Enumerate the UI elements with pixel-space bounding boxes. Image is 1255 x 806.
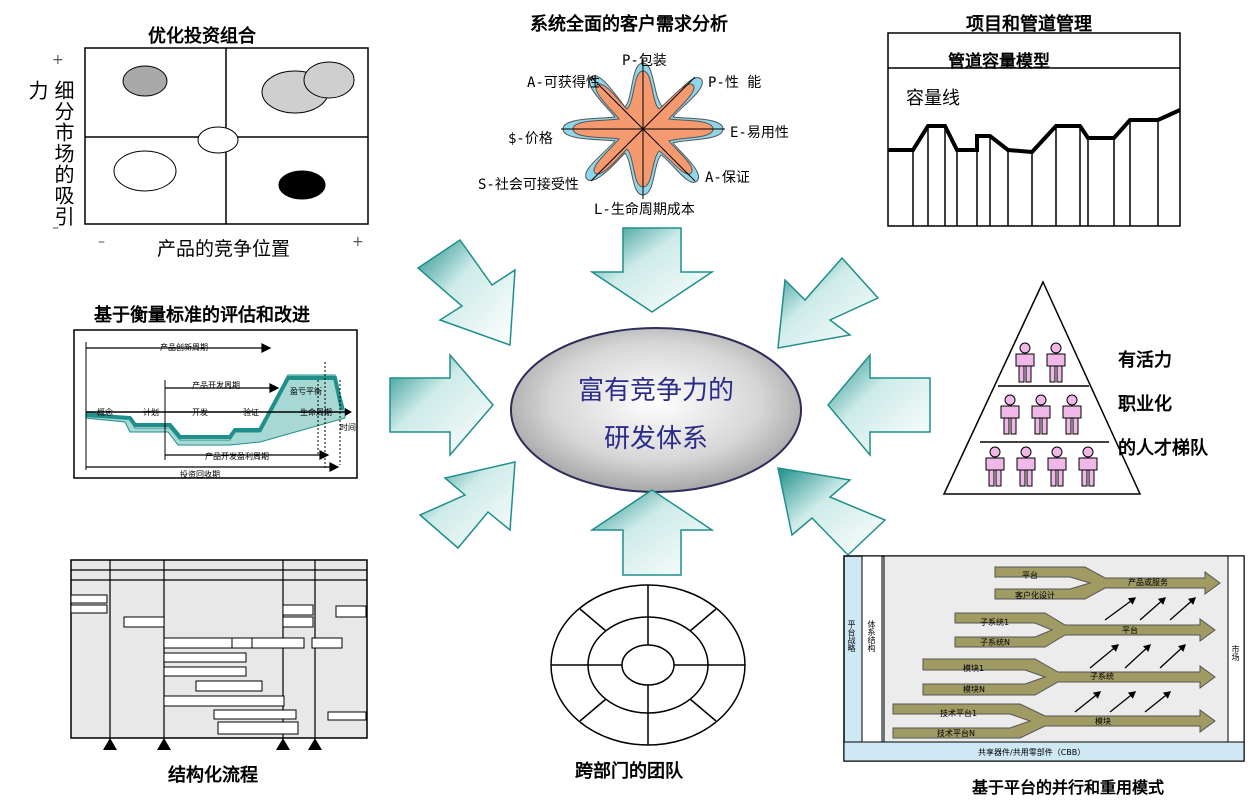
connector-arrowhead	[1162, 691, 1172, 699]
talent-line-2: 职业化	[1118, 394, 1172, 415]
metrics-chart	[73, 329, 358, 479]
platform-market-text: 市场	[1231, 645, 1240, 661]
pipeline-capacity-label: 容量线	[906, 88, 960, 109]
platform-label-module: 模块	[1095, 717, 1111, 726]
metrics-phase-plan: 计划	[143, 408, 159, 417]
metrics-profit-cycle: 产品开发盈利周期	[205, 452, 269, 461]
platform-title: 基于平台的并行和重用模式	[972, 778, 1165, 797]
needs-label-packaging: P-包装	[622, 53, 667, 69]
needs-label-availability: A-可获得性	[527, 75, 600, 91]
connector-arrow	[1104, 597, 1136, 621]
metrics-phase-verify: 验证	[243, 408, 259, 417]
portfolio-xlabel: 产品的竞争位置	[157, 238, 291, 260]
metrics-phase-lifecycle: 生命周期	[300, 408, 332, 417]
platform-label-architecture: 体系结构	[866, 620, 880, 652]
platform-diagram	[843, 555, 1245, 762]
process-chart	[70, 559, 368, 750]
platform-label-techN: 技术平台N	[937, 729, 975, 738]
process-title: 结构化流程	[168, 765, 258, 786]
portfolio-plus-y: +	[52, 52, 64, 68]
person-icon	[1047, 446, 1067, 487]
team-wheel	[550, 584, 746, 746]
talent-pyramid	[942, 280, 1142, 495]
arrow-top-left	[416, 238, 516, 347]
metrics-phase-concept: 概念	[97, 408, 113, 417]
connector-arrowhead	[1187, 597, 1197, 605]
portfolio-ylabel-text: 细分市场的吸引力	[25, 80, 75, 227]
needs-label-social: S-社会可接受性	[478, 177, 579, 193]
person-icon	[985, 446, 1005, 487]
arrow-bottom-right	[777, 467, 887, 557]
pipeline-chart	[887, 32, 1181, 227]
portfolio-minus-x: –	[98, 234, 105, 250]
arrow-right	[827, 352, 931, 458]
platform-label-module1: 模块1	[963, 664, 985, 673]
connector-arrowhead	[1127, 691, 1137, 699]
platform-label-subsystemN: 子系统N	[980, 638, 1010, 647]
arrow-top-right	[777, 256, 880, 349]
connector-arrow	[1089, 644, 1119, 669]
metrics-payback: 投资回收期	[180, 470, 220, 479]
person-icon	[1078, 446, 1098, 487]
portfolio-minus-y: –	[52, 220, 59, 236]
center-title-line2: 研发体系	[603, 424, 708, 454]
talent-line-1: 有活力	[1118, 350, 1172, 371]
needs-title: 系统全面的客户需求分析	[530, 14, 728, 35]
arrow-bottom-left	[418, 461, 516, 550]
connector-arrowhead	[1177, 644, 1186, 652]
platform-label-subsystem: 子系统	[1090, 672, 1114, 681]
person-icon	[1015, 342, 1035, 383]
connector-arrowhead	[1110, 644, 1120, 652]
person-icon	[1000, 394, 1020, 435]
portfolio-title: 优化投资组合	[148, 26, 256, 47]
portfolio-ylabel: 细分市场的吸引力	[24, 80, 84, 230]
platform-label-strategy: 平台战略	[846, 620, 860, 652]
pipeline-subtitle: 管道容量模型	[948, 52, 1050, 72]
platform-label-platform-top: 平台	[1022, 571, 1038, 580]
person-icon	[1062, 394, 1082, 435]
platform-label-product-service: 产品或服务	[1128, 578, 1168, 587]
needs-label-price: $-价格	[508, 131, 553, 147]
person-icon	[1031, 394, 1051, 435]
metrics-title: 基于衡量标准的评估和改进	[94, 305, 310, 326]
platform-architecture-text: 体系结构	[867, 620, 876, 652]
platform-strategy-text: 平台战略	[847, 620, 856, 652]
platform-label-subsystem1: 子系统1	[980, 618, 1010, 627]
metrics-time: 时间	[340, 423, 356, 432]
arrow-bottom	[589, 489, 715, 576]
platform-label-platform-mid: 平台	[1122, 626, 1138, 635]
needs-label-assurance: A-保证	[705, 170, 750, 186]
center-title-line1: 富有竞争力的	[577, 376, 734, 406]
connector-arrowhead	[1157, 597, 1167, 605]
metrics-innovation-cycle: 产品创新周期	[160, 343, 208, 352]
metrics-dev-cycle: 产品开发周期	[192, 381, 240, 390]
team-title: 跨部门的团队	[575, 761, 683, 782]
person-icon	[1046, 342, 1066, 383]
connector-arrowhead	[1092, 691, 1102, 699]
platform-label-market: 市场	[1230, 645, 1244, 661]
needs-star	[561, 59, 725, 199]
pipeline-title: 项目和管道管理	[966, 14, 1092, 35]
platform-label-custom-design: 客户化设计	[1015, 591, 1055, 600]
connector-arrowhead	[1127, 597, 1137, 605]
arrow-top	[589, 227, 715, 313]
platform-label-cbb: 共享器件/共用零部件（CBB）	[978, 748, 1086, 757]
platform-label-tech1: 技术平台1	[940, 709, 978, 718]
person-icon	[1016, 446, 1036, 487]
metrics-phase-develop: 开发	[192, 408, 208, 417]
metrics-breakeven: 盈亏平衡	[290, 387, 322, 396]
talent-line-3: 的人才梯队	[1118, 438, 1208, 459]
portfolio-matrix	[84, 47, 369, 225]
needs-label-ease-of-use: E-易用性	[730, 125, 789, 141]
platform-label-moduleN: 模块N	[963, 685, 985, 694]
connector-arrowhead	[1142, 644, 1151, 652]
portfolio-plus-x: +	[352, 234, 364, 250]
needs-label-performance: P-性 能	[708, 75, 762, 91]
arrow-left	[389, 352, 494, 458]
needs-label-lifecycle-cost: L-生命周期成本	[594, 202, 695, 218]
